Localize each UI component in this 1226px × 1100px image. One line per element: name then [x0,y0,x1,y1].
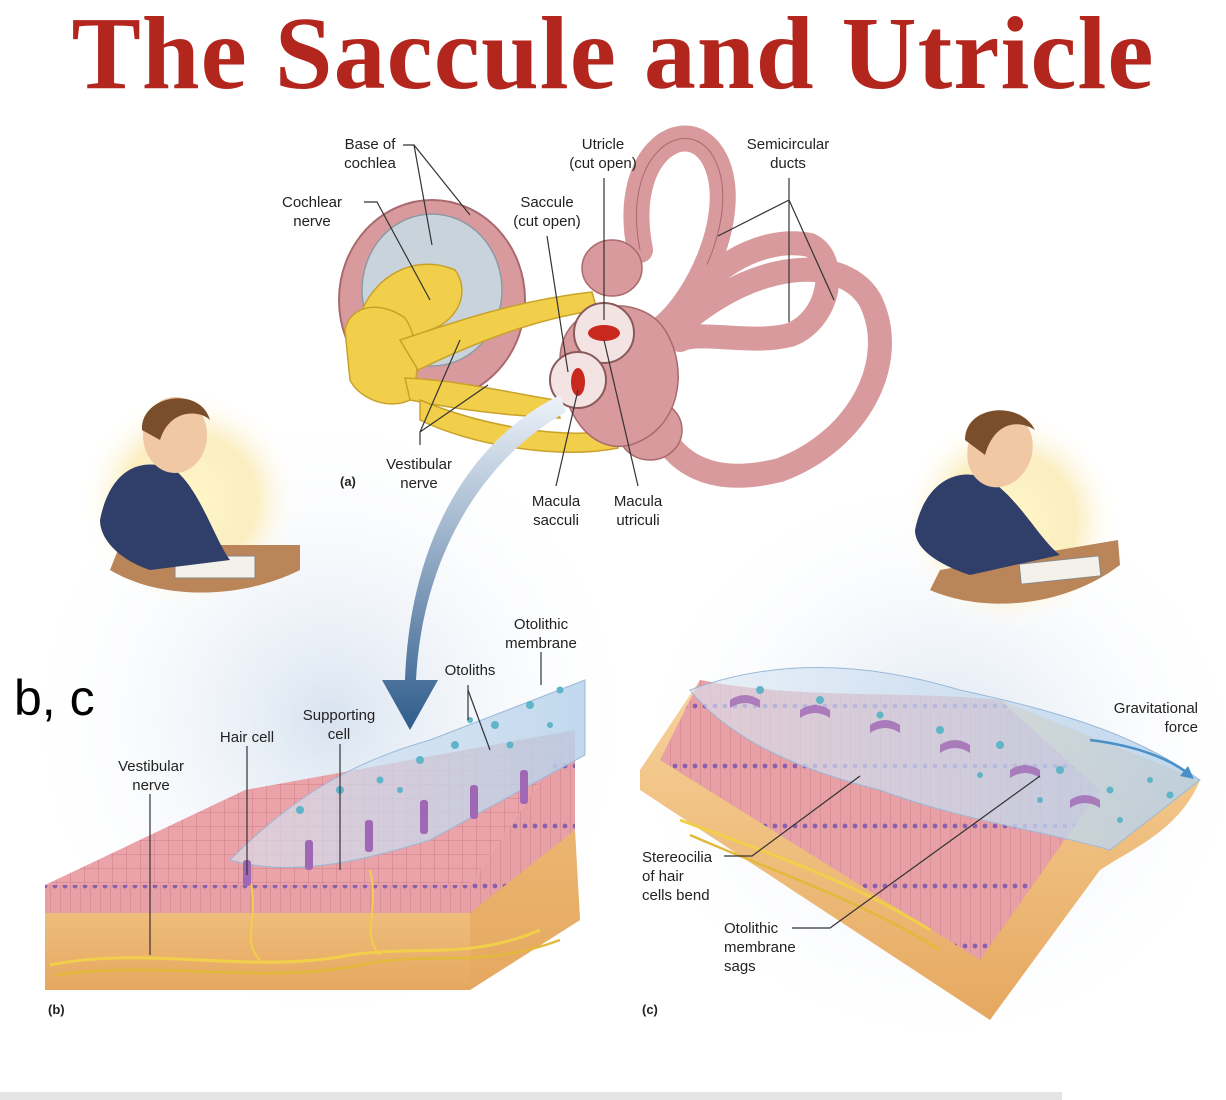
leader-macula-sacculi [555,389,579,487]
gravity-arrow-head [1180,766,1194,779]
torso-right [915,474,1060,575]
leader-cochlear-nerve [364,201,431,301]
label-macula-sacculi: Macula sacculi [531,493,581,529]
book-right [1018,555,1102,585]
macula-utriculi-shape [588,325,620,341]
hair-cells-b [243,770,528,886]
leader-stereocilia [724,775,861,857]
nerve-trunk [344,306,418,405]
panel-label-c: (c) [642,1002,658,1017]
macula-upright-block [45,679,586,990]
label-vestibular-nerve-b: Vestibular nerve [118,758,184,794]
leader-lines [149,144,1041,955]
panel-label-a: (a) [340,474,356,489]
epithelium-front-b [45,885,470,913]
vestibular-nerve-branch-upper [398,291,598,371]
zoom-arrow [382,395,566,730]
leader-base-cochlea-2 [413,144,471,216]
vestibular-nerve-branch-lower [419,398,619,453]
label-base-of-cochlea: Base of cochlea [344,136,396,172]
nerve-fiber-b4 [369,869,381,956]
label-saccule: Saccule (cut open) [513,194,581,230]
person-tilted-illustration [900,410,1120,630]
macula-sacculi-shape [571,368,585,396]
leader-membrane-sags [792,775,1041,929]
label-hair-cell: Hair cell [219,729,275,746]
ampulla-upper [581,239,643,297]
panel-label-b: (b) [48,1002,65,1017]
nerve-fiber-b3 [249,879,261,961]
epithelium-side-b [470,730,575,913]
semicircular-duct-posterior [648,257,892,488]
label-supporting-cell: Supporting cell [302,707,376,743]
person-upright-illustration [80,390,300,610]
label-cochlear-nerve: Cochlear nerve [281,194,343,230]
otoliths-c [756,686,1174,823]
nerve-fiber-b1 [49,928,541,967]
nerve-fiber-c2 [689,833,941,952]
vestibular-nerve-branch-middle [404,377,561,419]
label-otolithic-membrane-sags: Otolithic membrane sags [724,920,796,975]
hair-cells-c [730,695,1100,808]
leader-macula-utriculi [603,339,639,487]
connective-side-b [470,830,580,990]
macula-tilted-block [640,667,1201,1020]
hair-left [141,398,210,440]
label-gravitational-force: Gravitational force [1113,700,1198,736]
label-utricle: Utricle (cut open) [569,136,637,172]
nerve-fiber-b2 [54,938,561,977]
bottom-scroll-bar [0,1092,1062,1100]
page-title: The Saccule and Utricle [71,0,1155,111]
panel-tag: b, c [14,670,95,726]
leader-ducts-3 [788,199,835,301]
inner-ear-illustration [338,125,892,488]
gravity-arrow-shaft [1089,738,1191,776]
hair-right [965,410,1035,455]
nerve-fiber-c1 [679,818,931,932]
label-stereocilia-bend: Stereocilia of hair cells bend [642,849,713,904]
label-macula-utriculi: Macula utriculi [613,493,663,529]
label-otolithic-membrane: Otolithic membrane [505,616,577,652]
label-semicircular-ducts: Semicircular ducts [746,136,830,172]
torso-left [100,464,230,570]
label-otoliths: Otoliths [444,662,496,679]
leader-saccule [546,235,569,373]
label-vestibular-nerve-a: Vestibular nerve [386,456,452,492]
otoliths-b [296,686,564,814]
leader-vestibular-a-2 [419,384,489,433]
leader-otoliths-2 [467,689,491,751]
